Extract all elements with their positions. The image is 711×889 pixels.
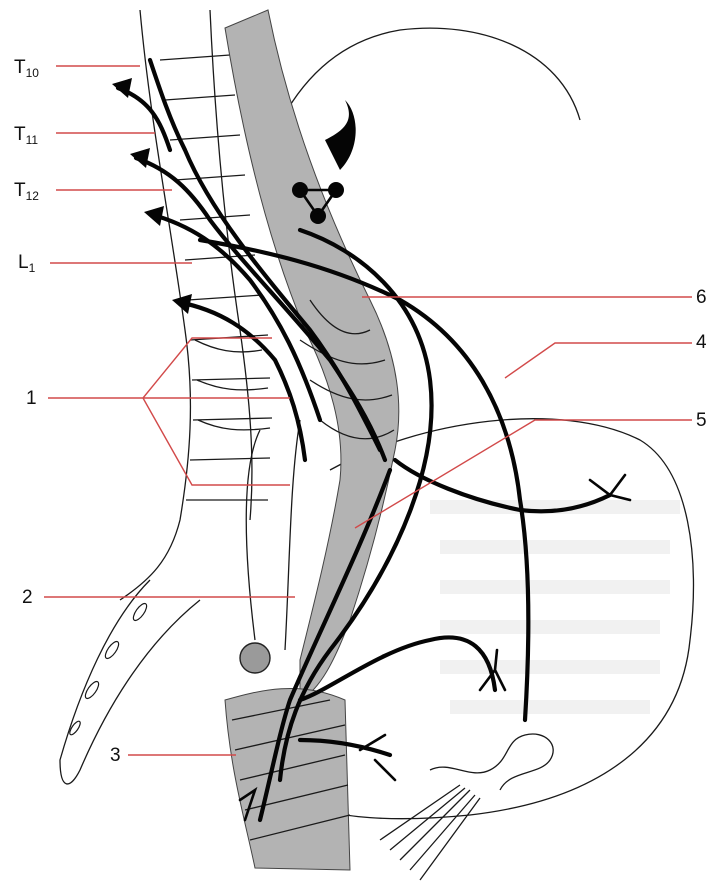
upper-arc: [260, 28, 580, 170]
label-t12: T12: [14, 180, 39, 203]
fibre-fan: [380, 785, 480, 880]
right-labels: 6 4 5: [355, 287, 707, 528]
label-4: 4: [696, 332, 707, 353]
label-5: 5: [696, 410, 707, 431]
sacrum: [60, 580, 200, 784]
intestine-coil: [430, 734, 553, 790]
rectum-block: [225, 688, 350, 870]
label-t10: T10: [14, 57, 39, 80]
label-3: 3: [110, 745, 121, 766]
label-1: 1: [26, 388, 37, 409]
background-bleed-text: [430, 500, 680, 714]
label-2: 2: [22, 587, 33, 608]
label-l1: L1: [18, 252, 36, 275]
label-t11: T11: [14, 124, 38, 147]
label-6: 6: [696, 287, 707, 308]
